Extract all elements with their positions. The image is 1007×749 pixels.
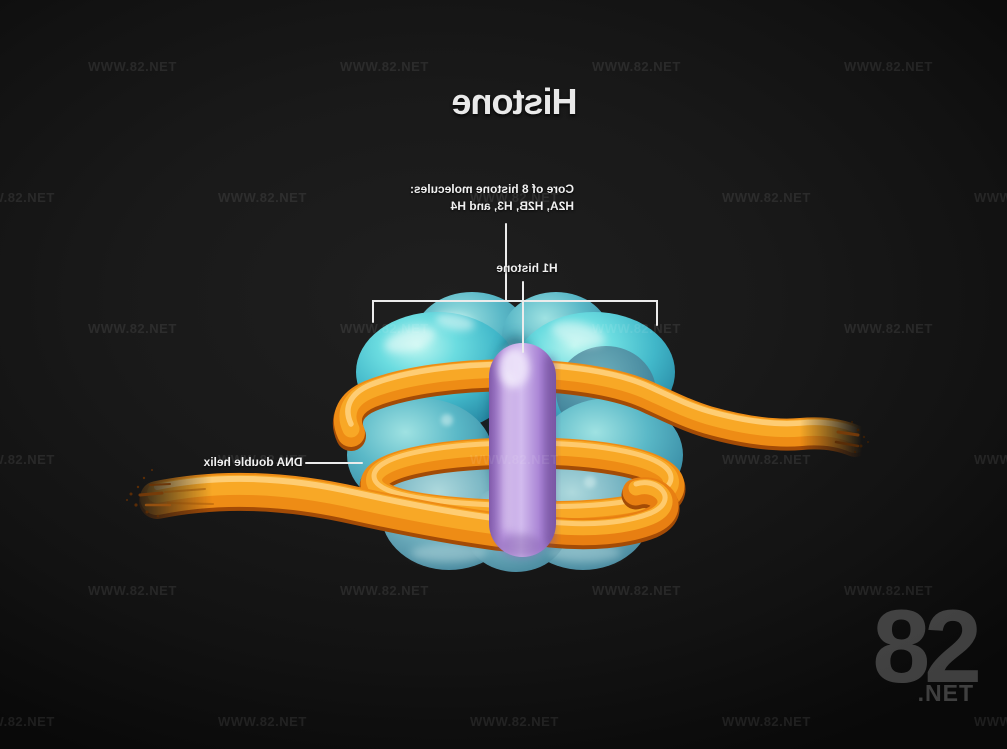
core-histones-label-line1: Core of 8 histone molecules:	[409, 182, 574, 196]
page-title: Histone	[452, 81, 578, 122]
dna-helix-label: DNA double helix	[203, 455, 303, 469]
callout-lines	[305, 223, 658, 464]
dna-double-helix-strand	[139, 359, 870, 553]
site-logo-number: 82	[872, 589, 982, 705]
site-logo-suffix: .NET	[917, 679, 974, 706]
h1-histone-label: H1 histone	[496, 261, 558, 275]
h1-histone-capsule	[489, 343, 556, 558]
dna-bottom-hook	[535, 477, 680, 550]
core-bracket	[372, 300, 658, 326]
core-histones-label-line2: H2A, H2B, H3, and H4	[450, 199, 574, 213]
dna-frayed-ends	[126, 421, 869, 518]
core-histones-label: Core of 8 histone molecules: H2A, H2B, H…	[398, 181, 574, 215]
dna-top-wrap	[332, 359, 870, 457]
site-logo: 82 .NET	[848, 589, 982, 707]
